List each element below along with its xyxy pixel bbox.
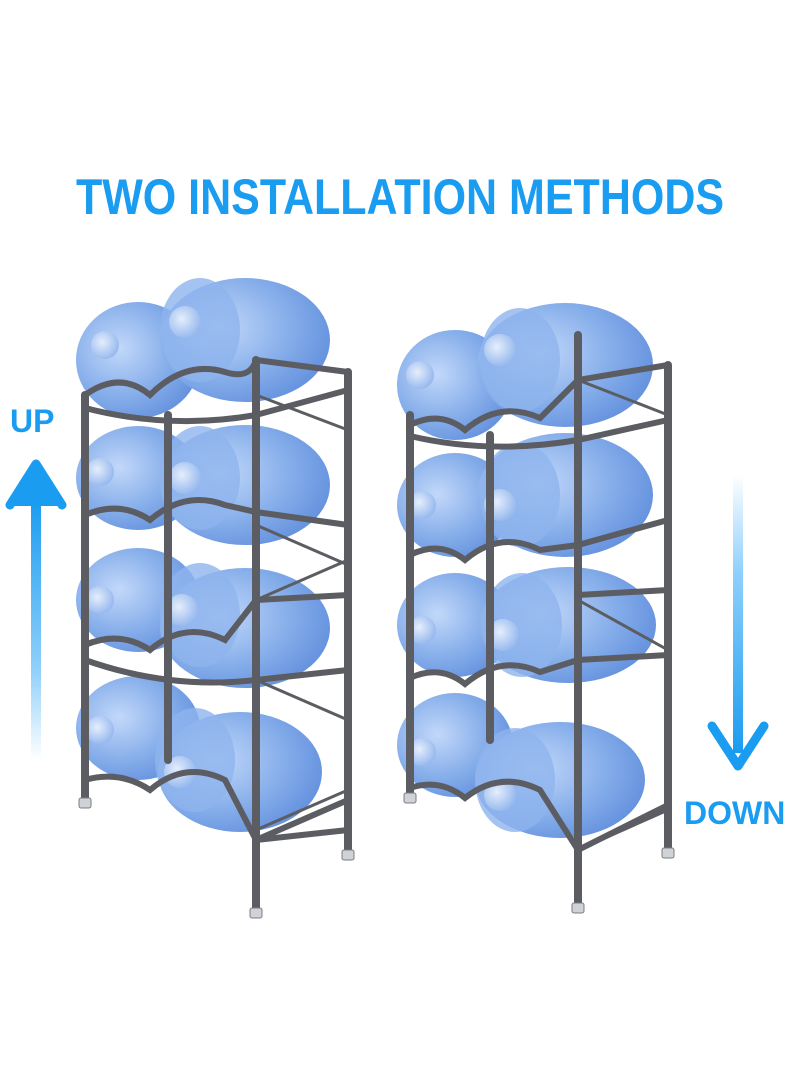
right-rack — [397, 303, 675, 914]
up-label: UP — [10, 403, 55, 439]
down-arrow-icon — [707, 475, 769, 771]
down-label: DOWN — [684, 795, 786, 831]
left-rack-bottles — [76, 278, 330, 832]
right-rack-bottles — [397, 303, 656, 838]
up-arrow-icon — [5, 459, 67, 760]
left-rack — [76, 278, 355, 919]
page-title: TWO INSTALLATION METHODS — [75, 169, 725, 225]
